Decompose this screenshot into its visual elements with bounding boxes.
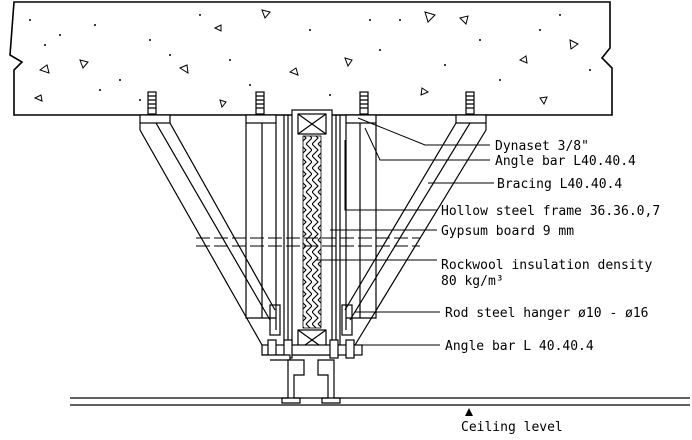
ceiling-lines [70, 397, 690, 406]
label-gypsum: Gypsum board 9 mm [441, 224, 574, 239]
bracing-right [344, 122, 487, 346]
vertical-members [245, 123, 377, 336]
concrete-dots [29, 14, 591, 106]
label-rod-hanger: Rod steel hanger ø10 - ø16 [445, 306, 649, 321]
label-angle-bar-top: Angle bar L40.40.4 [495, 154, 636, 169]
label-ceiling-level: Ceiling level [461, 420, 563, 435]
concrete-slab [9, 1, 613, 116]
ceiling-channels [281, 359, 341, 404]
label-hollow-frame: Hollow steel frame 36.36.0,7 [441, 204, 660, 219]
label-bracing: Bracing L40.40.4 [497, 177, 622, 192]
bracing-left [139, 122, 276, 346]
label-rockwool-line1: Rockwool insulation density [441, 258, 652, 273]
label-rockwool-line2: 80 kg/m³ [441, 274, 504, 289]
ceiling-level-marker [465, 408, 473, 416]
rockwool-insulation [302, 135, 322, 329]
dynaset-anchors [147, 91, 475, 115]
leader-lines [316, 117, 494, 346]
break-lines [196, 237, 420, 247]
label-angle-bar-bottom: Angle bar L 40.40.4 [445, 339, 594, 354]
concrete-aggregate [33, 9, 579, 109]
bottom-angle-bar [261, 339, 363, 361]
label-dynaset: Dynaset 3/8" [495, 139, 589, 154]
